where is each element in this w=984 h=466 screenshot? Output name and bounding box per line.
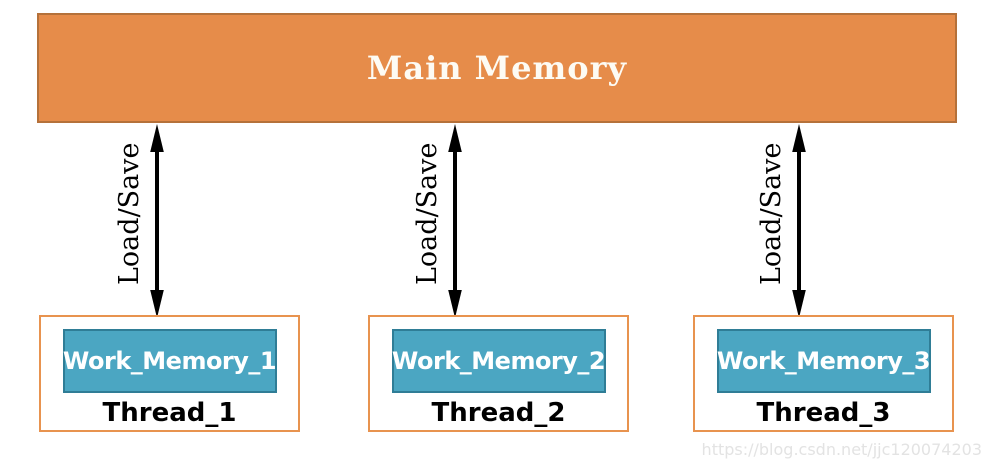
thread-1-box: Work_Memory_1 Thread_1 bbox=[39, 315, 300, 432]
thread-2-label: Thread_2 bbox=[431, 398, 566, 428]
main-memory-box: Main Memory bbox=[37, 13, 957, 123]
load-save-arrow-icon bbox=[150, 124, 164, 318]
load-save-label: Load/Save bbox=[756, 142, 787, 286]
work-memory-2-box: Work_Memory_2 bbox=[391, 329, 606, 393]
thread-3-box: Work_Memory_3 Thread_3 bbox=[693, 315, 954, 432]
work-memory-2-label: Work_Memory_2 bbox=[391, 347, 606, 375]
work-memory-3-box: Work_Memory_3 bbox=[716, 329, 931, 393]
thread-1-label: Thread_1 bbox=[102, 398, 237, 428]
thread-3-label: Thread_3 bbox=[756, 398, 891, 428]
watermark-url: https://blog.csdn.net/jjc120074203 bbox=[701, 440, 982, 459]
work-memory-3-label: Work_Memory_3 bbox=[716, 347, 931, 375]
load-save-arrow-icon bbox=[448, 124, 462, 318]
work-memory-1-box: Work_Memory_1 bbox=[62, 329, 277, 393]
load-save-label: Load/Save bbox=[412, 142, 443, 286]
work-memory-1-label: Work_Memory_1 bbox=[62, 347, 277, 375]
load-save-label: Load/Save bbox=[114, 142, 145, 286]
main-memory-label: Main Memory bbox=[366, 49, 628, 87]
thread-2-box: Work_Memory_2 Thread_2 bbox=[368, 315, 629, 432]
load-save-arrow-icon bbox=[792, 124, 806, 318]
